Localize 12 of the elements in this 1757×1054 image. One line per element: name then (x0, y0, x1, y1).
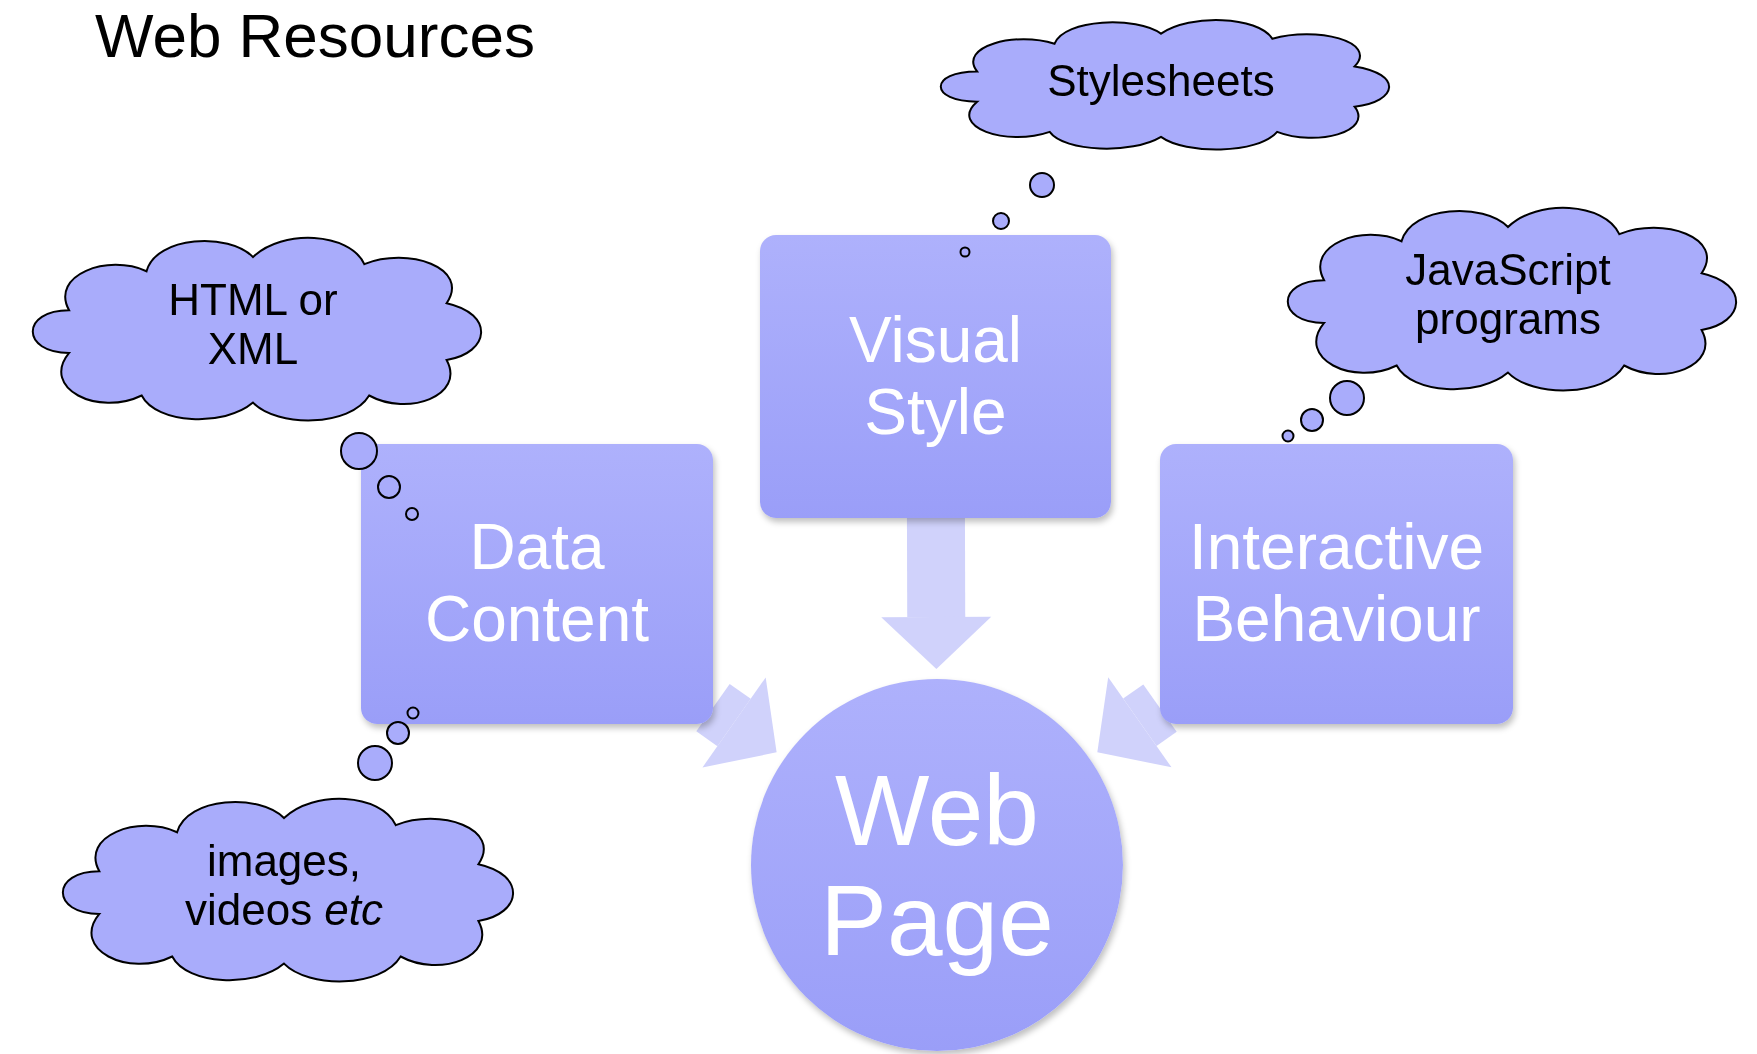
diagram-title: Web Resources (95, 0, 535, 71)
process-box (1160, 444, 1513, 724)
node-label: Data Content (423, 512, 651, 656)
process-box (760, 235, 1111, 518)
node-label: images, videos etc (183, 837, 385, 934)
node-label: JavaScript programs (1404, 246, 1612, 343)
process-box (361, 444, 713, 724)
node-label: Visual Style (847, 304, 1024, 449)
node-label: Web Page (819, 755, 1055, 975)
node-label: HTML or XML (167, 276, 339, 373)
node-label: Stylesheets (1046, 57, 1276, 106)
node-label: Interactive Behaviour (1187, 512, 1486, 656)
